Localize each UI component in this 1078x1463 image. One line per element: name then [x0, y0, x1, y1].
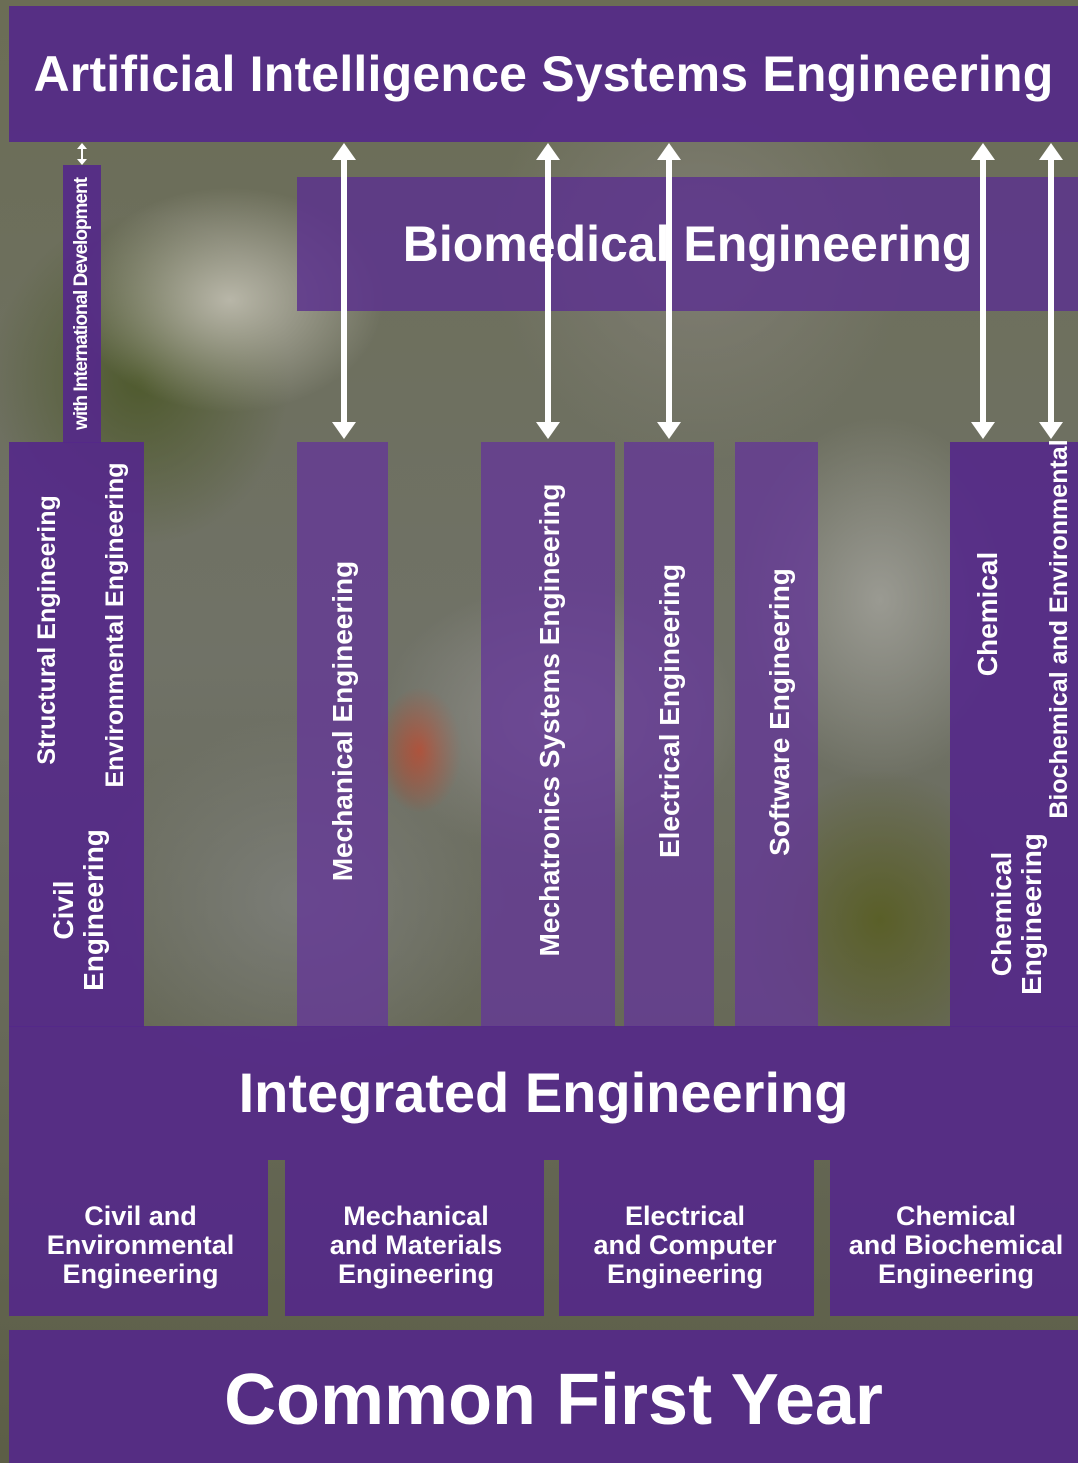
intl-development-strip	[63, 165, 101, 443]
chemical-column	[950, 442, 1078, 1027]
chemical-line-1: Chemical	[986, 851, 1017, 977]
chemical-engineering-label: Chemical Engineering	[982, 833, 1052, 995]
mech-materials-line-1: Mechanical	[343, 1200, 489, 1231]
chem-biochem-box	[830, 1160, 1078, 1316]
mechatronics-connector-arrow	[536, 143, 560, 439]
mech-materials-line-3: Engineering	[337, 1258, 494, 1289]
elec-computer-line-3: Engineering	[606, 1258, 763, 1289]
civil-env-box	[9, 1160, 268, 1316]
chem-biochem-line-3: Engineering	[877, 1258, 1034, 1289]
civil-line-2: Engineering	[78, 829, 109, 991]
environmental-engineering-label: Environmental Engineering	[100, 462, 129, 788]
software-column	[735, 442, 818, 1027]
software-engineering-label: Software Engineering	[764, 568, 795, 856]
chem-biochem-line-1: Chemical	[895, 1200, 1017, 1231]
chemical-connector-arrow	[971, 143, 995, 439]
integrated-title: Integrated Engineering	[238, 1060, 849, 1124]
ai-systems-banner	[9, 6, 1078, 142]
elec-computer-line-1: Electrical	[624, 1200, 746, 1231]
intl-double-arrow	[77, 143, 87, 165]
chemical-label: Chemical	[972, 551, 1003, 677]
first-year-title: Common First Year	[224, 1360, 883, 1440]
civil-env-line-2: Environmental	[46, 1229, 235, 1260]
elec-computer-text: Electrical and Computer Engineering	[559, 1160, 811, 1330]
mechatronics-column	[481, 442, 615, 1027]
biochem-env-connector-arrow	[1039, 143, 1063, 439]
first-year-banner	[9, 1330, 1078, 1463]
biomedical-title: Biomedical Engineering	[402, 216, 973, 272]
civil-env-text: Civil and Environmental Engineering	[9, 1160, 272, 1330]
biomedical-banner	[297, 177, 1078, 311]
mechatronics-engineering-label: Mechatronics Systems Engineering	[534, 483, 565, 957]
electrical-connector-arrow	[657, 143, 681, 439]
ai-systems-title: Artificial Intelligence Systems Engineer…	[33, 46, 1054, 102]
electrical-engineering-label: Electrical Engineering	[654, 563, 685, 859]
mech-materials-box	[285, 1160, 544, 1316]
mechanical-column	[297, 442, 388, 1027]
structural-engineering-label: Structural Engineering	[32, 495, 61, 765]
civil-line-1: Civil	[48, 880, 79, 940]
intl-development-label: with International Development	[71, 178, 92, 430]
mechanical-engineering-label: Mechanical Engineering	[327, 560, 358, 882]
mech-materials-text: Mechanical and Materials Engineering	[285, 1160, 547, 1330]
biochemical-environmental-label: Biochemical and Environmental	[1044, 439, 1073, 819]
mechanical-connector-arrow	[332, 143, 356, 439]
civil-engineering-label: Civil Engineering	[44, 829, 114, 991]
elec-computer-box	[559, 1160, 814, 1316]
electrical-column	[624, 442, 714, 1027]
chem-biochem-text: Chemical and Biochemical Engineering	[830, 1160, 1078, 1330]
integrated-banner	[9, 1026, 1078, 1160]
elec-computer-line-2: and Computer	[593, 1229, 777, 1260]
chemical-line-2: Engineering	[1016, 833, 1047, 995]
civil-env-line-3: Engineering	[62, 1258, 219, 1289]
civil-env-line-1: Civil and	[84, 1200, 197, 1231]
civil-column	[9, 442, 144, 1027]
mech-materials-line-2: and Materials	[329, 1229, 503, 1260]
chem-biochem-line-2: and Biochemical	[848, 1229, 1064, 1260]
